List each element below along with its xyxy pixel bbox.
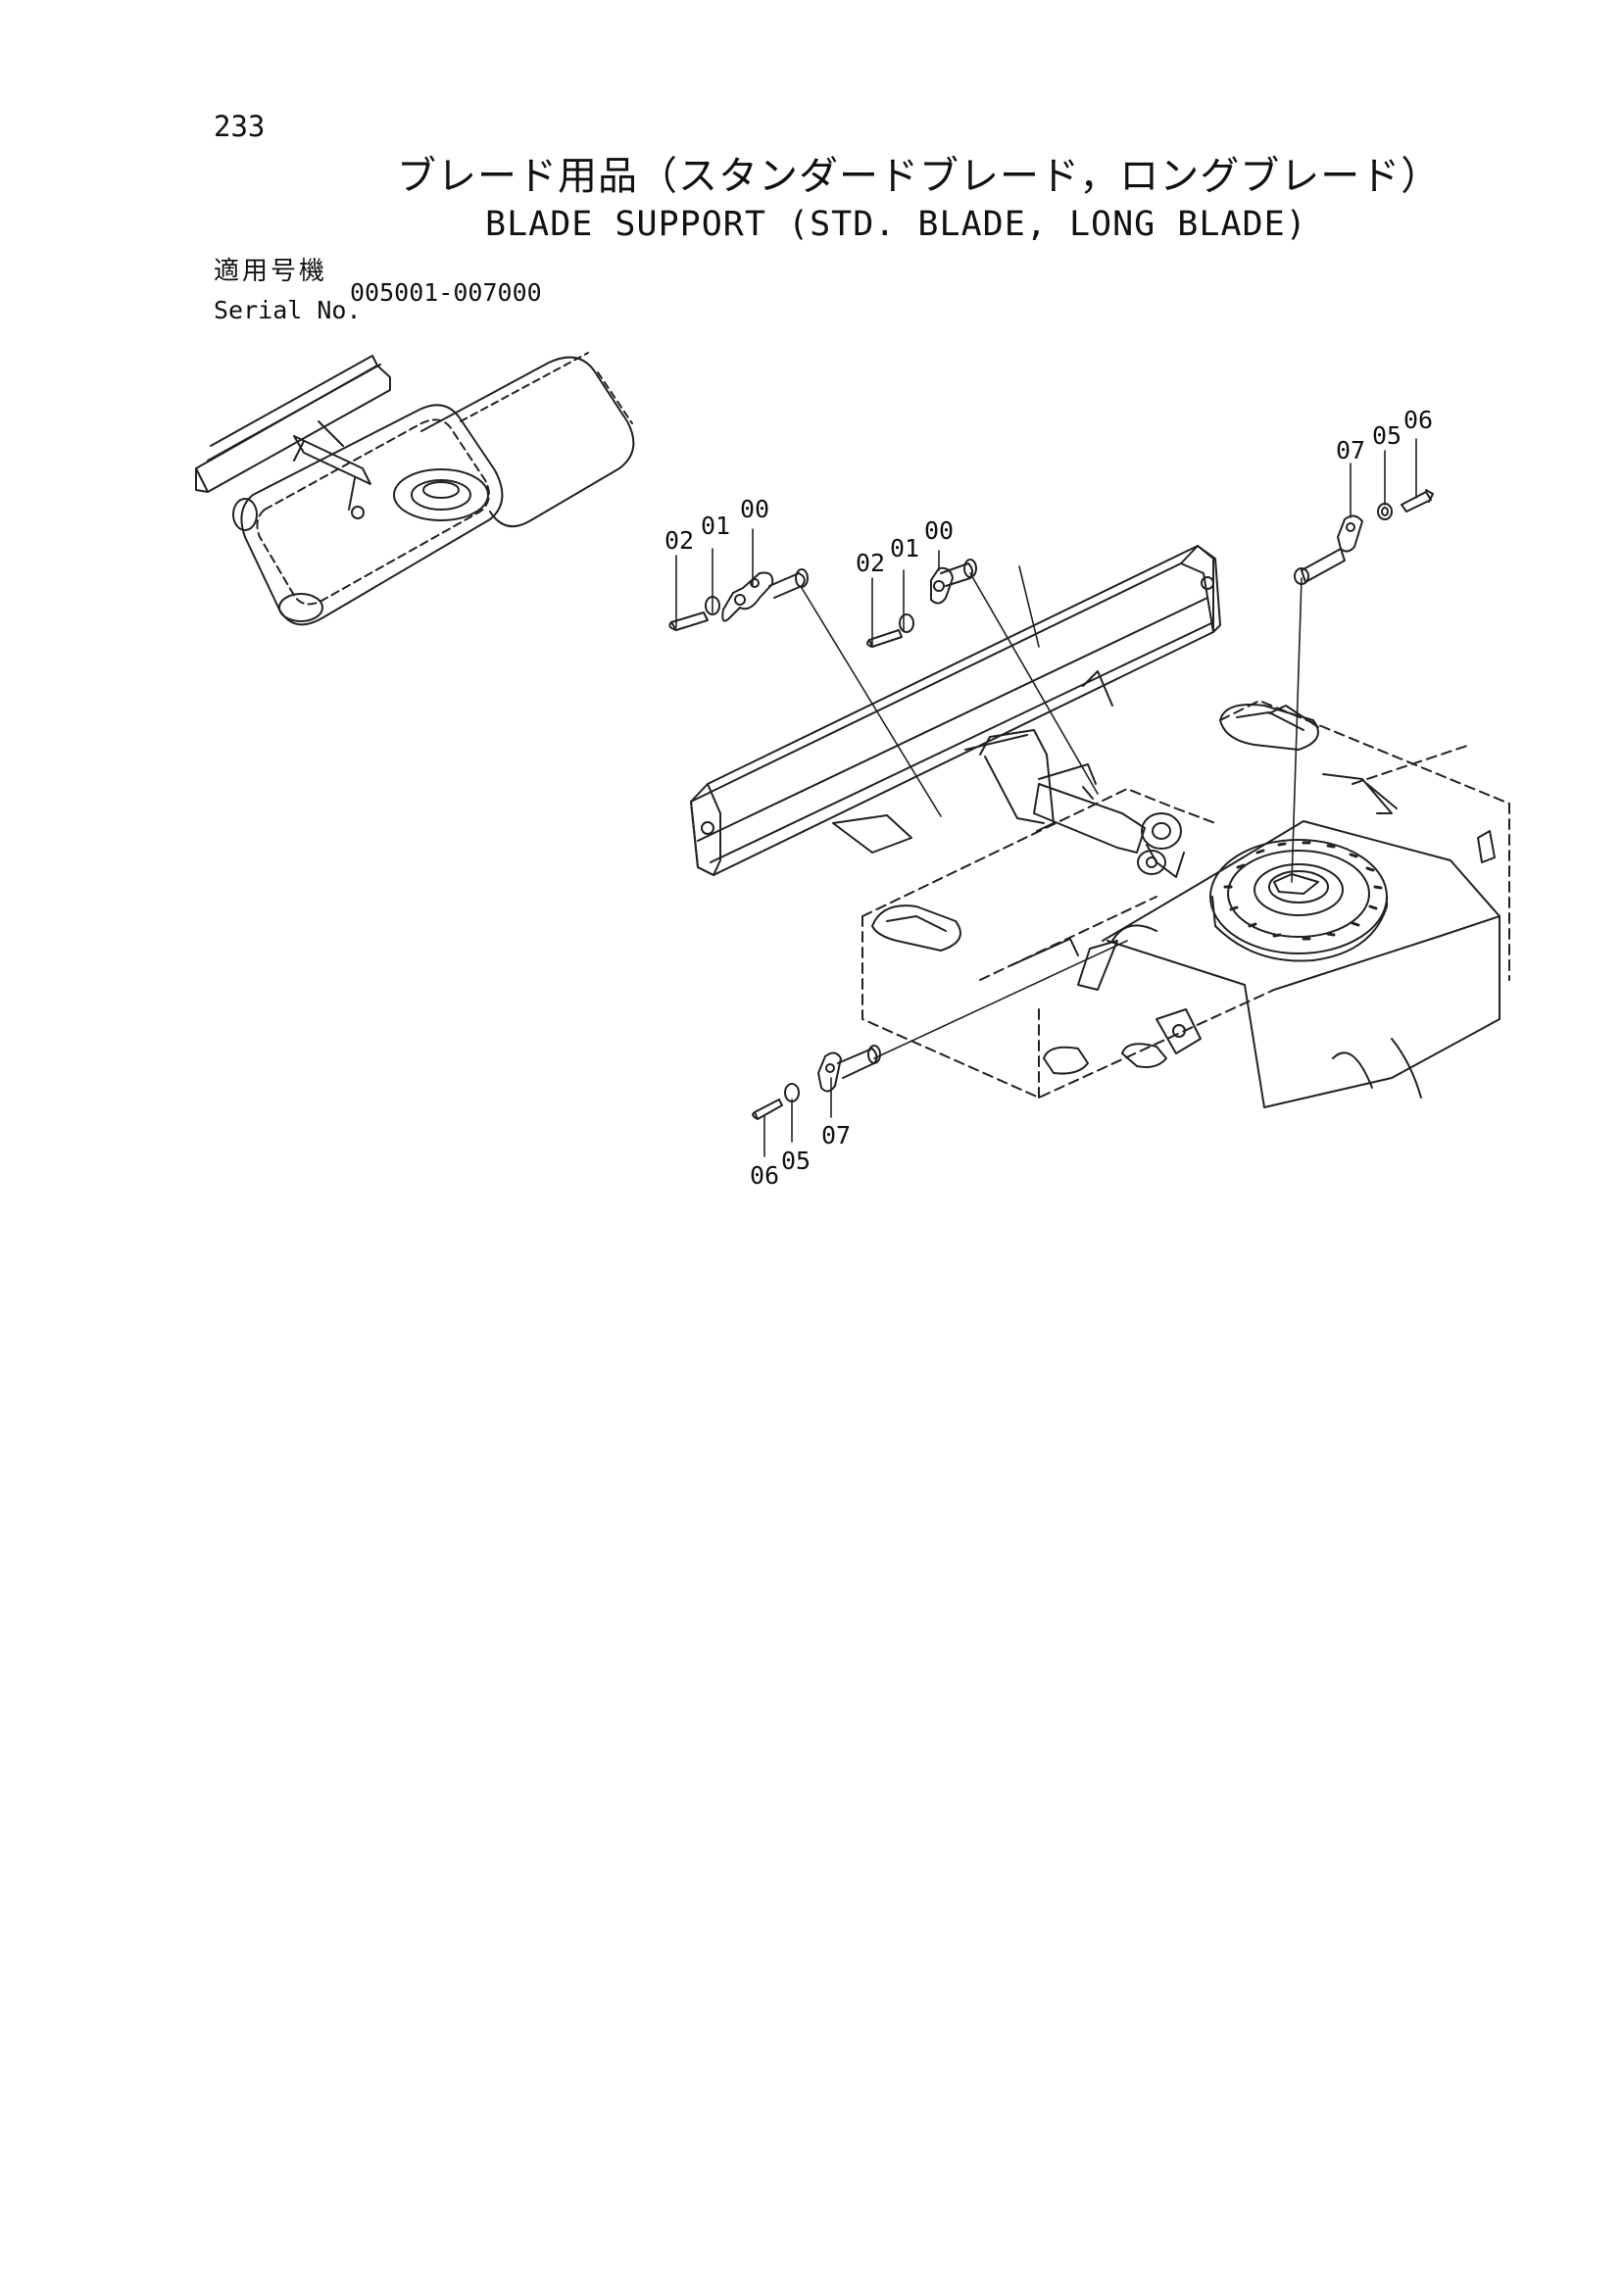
main-assembly <box>690 545 1510 1108</box>
title-japanese: ブレード用品（スタンダードブレード，ロングブレード） <box>397 154 1442 199</box>
callout-d-pin: 07 <box>821 1121 851 1149</box>
callout-c-pin: 07 <box>1336 436 1365 464</box>
serial-label-japanese: 適用号機 <box>214 257 328 286</box>
pin-assembly-b <box>866 559 977 648</box>
callout-c-bolt: 06 <box>1403 406 1433 434</box>
page-number: 233 <box>214 110 266 143</box>
blade-cylinder <box>1033 783 1146 854</box>
callout-labels: 02 01 00 02 01 00 07 05 06 06 05 07 <box>664 406 1433 1190</box>
pin-assembly-a <box>668 568 809 631</box>
title-english: BLADE SUPPORT (STD. BLADE, LONG BLADE) <box>485 205 1307 244</box>
callout-d-bolt: 06 <box>750 1161 779 1190</box>
serial-range: 005001-007000 <box>350 278 542 307</box>
callout-d-washer: 05 <box>781 1147 811 1175</box>
callout-b-pin: 00 <box>924 516 954 545</box>
callout-a-pin: 00 <box>740 495 769 523</box>
callout-b-bolt: 02 <box>856 549 885 577</box>
callout-a-washer: 01 <box>701 512 730 540</box>
serial-label-english: Serial No. <box>214 296 362 324</box>
callout-b-washer: 01 <box>890 534 919 562</box>
leader-lines <box>675 438 1417 1157</box>
callout-a-bolt: 02 <box>664 526 694 555</box>
pin-assembly-c <box>1294 489 1434 585</box>
overview-thumbnail <box>195 352 635 626</box>
pin-assembly-d <box>752 1045 881 1120</box>
callout-c-washer: 05 <box>1372 421 1402 450</box>
